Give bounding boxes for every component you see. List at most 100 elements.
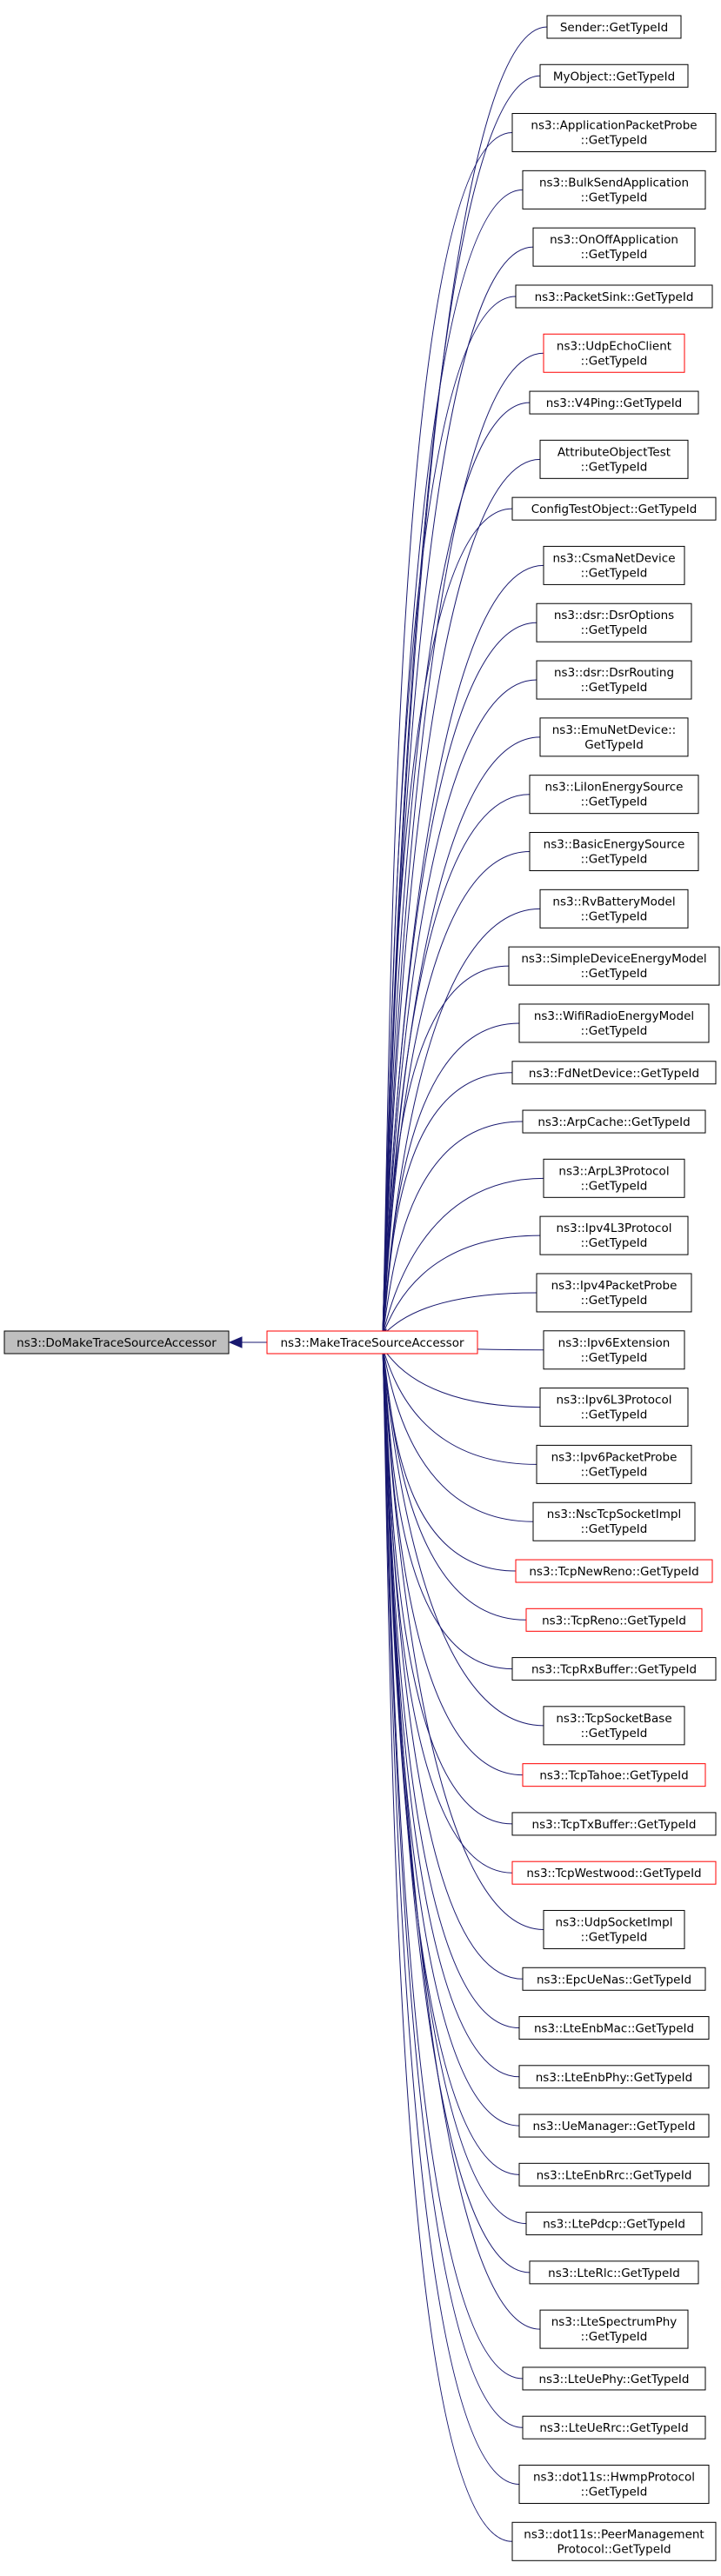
node-19-label: ns3::WifiRadioEnergyModel <box>534 1009 694 1023</box>
node-29[interactable]: ns3::TcpNewReno::GetTypeId <box>515 1559 713 1583</box>
node-1[interactable]: Sender::GetTypeId <box>546 15 682 39</box>
node-39-box <box>518 2065 710 2089</box>
node-30[interactable]: ns3::TcpReno::GetTypeId <box>525 1608 703 1632</box>
node-34[interactable]: ns3::TcpTxBuffer::GetTypeId <box>511 1812 717 1836</box>
edge-19 <box>382 1022 520 1335</box>
hub-node-label: ns3::MakeTraceSourceAccessor <box>280 1336 464 1350</box>
node-18-label: ::GetTypeId <box>581 967 648 981</box>
node-16[interactable]: ns3::BasicEnergySource::GetTypeId <box>529 832 699 872</box>
node-19[interactable]: ns3::WifiRadioEnergyModel::GetTypeId <box>518 1003 710 1043</box>
node-5-label: ::GetTypeId <box>581 248 648 262</box>
edge-15 <box>382 794 531 1335</box>
node-44-label: ns3::LteSpectrumPhy <box>551 2315 678 2329</box>
node-41[interactable]: ns3::LteEnbRrc::GetTypeId <box>518 2162 710 2187</box>
root-node-box <box>3 1330 230 1355</box>
node-17[interactable]: ns3::RvBatteryModel::GetTypeId <box>539 889 689 929</box>
node-13[interactable]: ns3::dsr::DsrRouting::GetTypeId <box>536 660 692 700</box>
node-7[interactable]: ns3::UdpEchoClient::GetTypeId <box>543 333 685 373</box>
node-2[interactable]: MyObject::GetTypeId <box>539 63 689 88</box>
edge-24 <box>382 1292 537 1335</box>
node-10[interactable]: ConfigTestObject::GetTypeId <box>511 496 717 521</box>
node-44[interactable]: ns3::LteSpectrumPhy::GetTypeId <box>539 2309 689 2349</box>
node-23-label: ns3::Ipv4L3Protocol <box>557 1221 672 1235</box>
node-45[interactable]: ns3::LteUePhy::GetTypeId <box>522 2366 706 2391</box>
node-17-label: ::GetTypeId <box>581 909 648 923</box>
node-9-label: ::GetTypeId <box>581 460 648 474</box>
node-12[interactable]: ns3::dsr::DsrOptions::GetTypeId <box>536 602 692 642</box>
edge-43 <box>382 1348 531 2273</box>
arrowhead-root <box>228 1336 243 1348</box>
node-11[interactable]: ns3::CsmaNetDevice::GetTypeId <box>543 545 685 585</box>
node-18[interactable]: ns3::SimpleDeviceEnergyModel::GetTypeId <box>508 946 720 986</box>
node-39[interactable]: ns3::LteEnbPhy::GetTypeId <box>518 2065 710 2089</box>
node-36[interactable]: ns3::UdpSocketImpl::GetTypeId <box>543 1909 685 1949</box>
node-10-label: ConfigTestObject::GetTypeId <box>531 503 698 516</box>
node-8[interactable]: ns3::V4Ping::GetTypeId <box>529 390 699 415</box>
node-1-box <box>546 15 682 39</box>
node-46[interactable]: ns3::LteUeRrc::GetTypeId <box>522 2415 706 2440</box>
edge-13 <box>382 679 537 1335</box>
node-15-label: ns3::LiIonEnergySource <box>545 781 684 795</box>
node-8-box <box>529 390 699 415</box>
node-24-label: ::GetTypeId <box>581 1294 648 1308</box>
node-26-label: ns3::Ipv6L3Protocol <box>557 1394 672 1408</box>
node-19-label: ::GetTypeId <box>581 1024 648 1038</box>
node-20[interactable]: ns3::FdNetDevice::GetTypeId <box>511 1061 717 1085</box>
node-5[interactable]: ns3::OnOffApplication::GetTypeId <box>532 227 696 267</box>
node-25-label: ns3::Ipv6Extension <box>558 1336 671 1350</box>
node-48-label: ns3::dot11s::PeerManagement <box>524 2527 704 2541</box>
node-20-label: ns3::FdNetDevice::GetTypeId <box>529 1067 699 1081</box>
node-26[interactable]: ns3::Ipv6L3Protocol::GetTypeId <box>539 1388 689 1428</box>
node-3[interactable]: ns3::ApplicationPacketProbe::GetTypeId <box>511 113 717 153</box>
node-41-label: ns3::LteEnbRrc::GetTypeId <box>537 2168 692 2182</box>
node-28-label: ns3::NscTcpSocketImpl <box>547 1508 681 1521</box>
node-35-label: ns3::TcpWestwood::GetTypeId <box>526 1867 701 1880</box>
node-42-box <box>525 2212 703 2236</box>
node-27-label: ns3::Ipv6PacketProbe <box>551 1450 678 1464</box>
node-33[interactable]: ns3::TcpTahoe::GetTypeId <box>522 1763 706 1787</box>
node-47[interactable]: ns3::dot11s::HwmpProtocol::GetTypeId <box>518 2464 710 2504</box>
node-32[interactable]: ns3::TcpSocketBase::GetTypeId <box>543 1706 685 1746</box>
edge-33 <box>382 1348 524 1776</box>
node-11-label: ::GetTypeId <box>581 566 648 580</box>
node-4-label: ns3::BulkSendApplication <box>539 176 689 190</box>
node-12-label: ::GetTypeId <box>581 623 648 637</box>
node-37[interactable]: ns3::EpcUeNas::GetTypeId <box>522 1967 706 1991</box>
node-31[interactable]: ns3::TcpRxBuffer::GetTypeId <box>511 1657 717 1681</box>
node-46-box <box>522 2415 706 2440</box>
node-9[interactable]: AttributeObjectTest::GetTypeId <box>539 439 689 479</box>
edge-29 <box>382 1348 517 1572</box>
node-21[interactable]: ns3::ArpCache::GetTypeId <box>522 1109 706 1134</box>
node-6[interactable]: ns3::PacketSink::GetTypeId <box>515 284 713 309</box>
root-node[interactable]: ns3::DoMakeTraceSourceAccessor <box>3 1330 230 1355</box>
node-38-box <box>518 2016 710 2040</box>
edge-44 <box>382 1348 541 2330</box>
hub-node[interactable]: ns3::MakeTraceSourceAccessor <box>266 1330 478 1355</box>
edge-39 <box>382 1348 520 2078</box>
node-4[interactable]: ns3::BulkSendApplication::GetTypeId <box>522 170 706 210</box>
node-42[interactable]: ns3::LtePdcp::GetTypeId <box>525 2212 703 2236</box>
node-43[interactable]: ns3::LteRlc::GetTypeId <box>529 2260 699 2285</box>
node-27[interactable]: ns3::Ipv6PacketProbe::GetTypeId <box>536 1444 692 1484</box>
node-22[interactable]: ns3::ArpL3Protocol::GetTypeId <box>543 1158 685 1198</box>
node-6-box <box>515 284 713 309</box>
node-30-label: ns3::TcpReno::GetTypeId <box>542 1614 686 1627</box>
edge-22 <box>382 1177 544 1335</box>
edge-26 <box>382 1348 541 1408</box>
node-25[interactable]: ns3::Ipv6Extension::GetTypeId <box>543 1330 685 1370</box>
node-23[interactable]: ns3::Ipv4L3Protocol::GetTypeId <box>539 1215 689 1255</box>
node-38[interactable]: ns3::LteEnbMac::GetTypeId <box>518 2016 710 2040</box>
edge-30 <box>382 1348 527 1621</box>
node-15[interactable]: ns3::LiIonEnergySource::GetTypeId <box>529 775 699 815</box>
node-46-label: ns3::LteUeRrc::GetTypeId <box>539 2421 688 2435</box>
node-26-box <box>539 1388 689 1428</box>
node-35[interactable]: ns3::TcpWestwood::GetTypeId <box>511 1860 717 1885</box>
node-8-label: ns3::V4Ping::GetTypeId <box>546 396 683 410</box>
node-14[interactable]: ns3::EmuNetDevice::GetTypeId <box>539 717 689 757</box>
node-40[interactable]: ns3::UeManager::GetTypeId <box>518 2113 710 2138</box>
node-3-box <box>511 113 717 153</box>
node-28[interactable]: ns3::NscTcpSocketImpl::GetTypeId <box>532 1501 696 1541</box>
node-29-label: ns3::TcpNewReno::GetTypeId <box>529 1565 698 1579</box>
node-48[interactable]: ns3::dot11s::PeerManagementProtocol::Get… <box>511 2521 717 2561</box>
node-24[interactable]: ns3::Ipv4PacketProbe::GetTypeId <box>536 1273 692 1313</box>
